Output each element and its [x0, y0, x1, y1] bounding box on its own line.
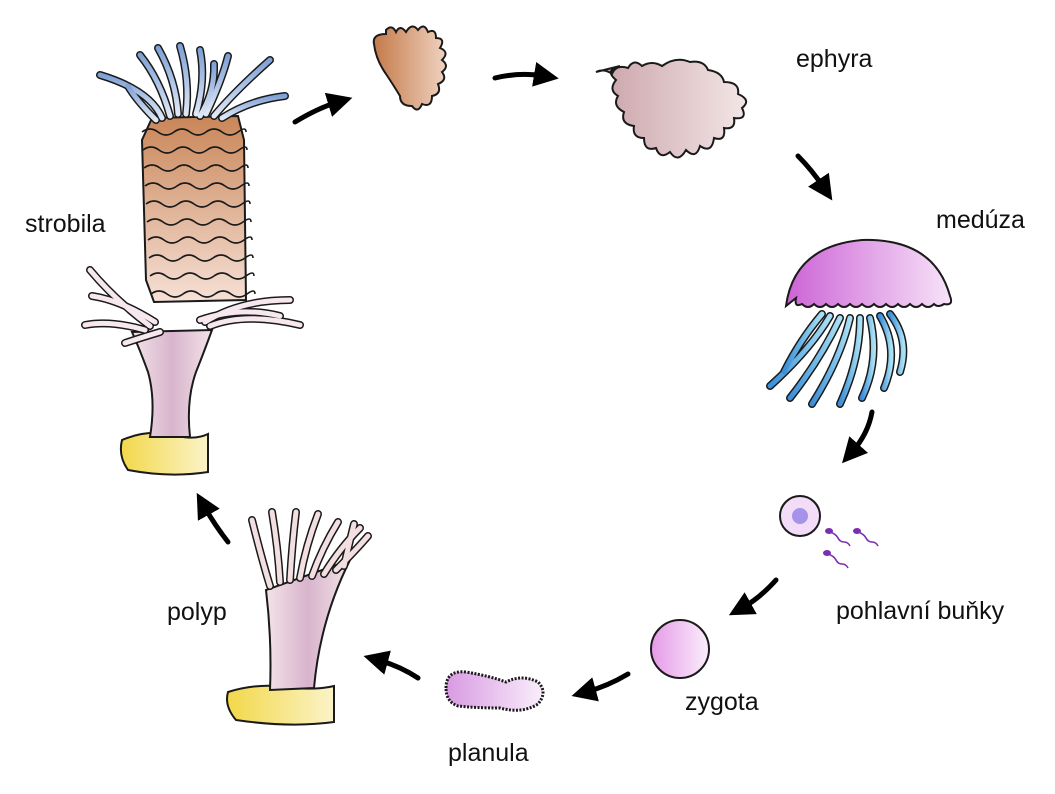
- arrow-planula-to-polyp: [363, 650, 421, 681]
- polyp-figure: [226, 508, 372, 726]
- arrow-strobila-to-ephyra: [292, 92, 353, 125]
- label-meduza: medúza: [936, 206, 1025, 234]
- arrow-young-ephyra-to-ephyra: [492, 62, 559, 87]
- label-zygota: zygota: [685, 688, 759, 716]
- arrow-gametes-to-zygote: [728, 577, 779, 616]
- medusa-figure: [766, 238, 953, 408]
- ephyra-figure: [595, 58, 748, 159]
- zygote-figure: [650, 619, 710, 679]
- strobila-figure: [81, 42, 304, 476]
- arrow-ephyra-to-medusa: [795, 153, 833, 201]
- gametes-figure: [779, 495, 879, 569]
- planula-figure: [444, 670, 545, 712]
- arrow-medusa-to-gametes: [842, 409, 875, 464]
- ephyra-young-figure: [372, 25, 447, 111]
- label-pohlavni-bunky: pohlavní buňky: [836, 597, 1005, 625]
- label-planula: planula: [448, 739, 529, 767]
- label-polyp: polyp: [167, 598, 227, 626]
- label-ephyra: ephyra: [796, 45, 873, 73]
- arrow-zygote-to-planula: [571, 671, 631, 702]
- label-strobila: strobila: [25, 210, 106, 238]
- arrow-polyp-to-strobila: [196, 492, 231, 545]
